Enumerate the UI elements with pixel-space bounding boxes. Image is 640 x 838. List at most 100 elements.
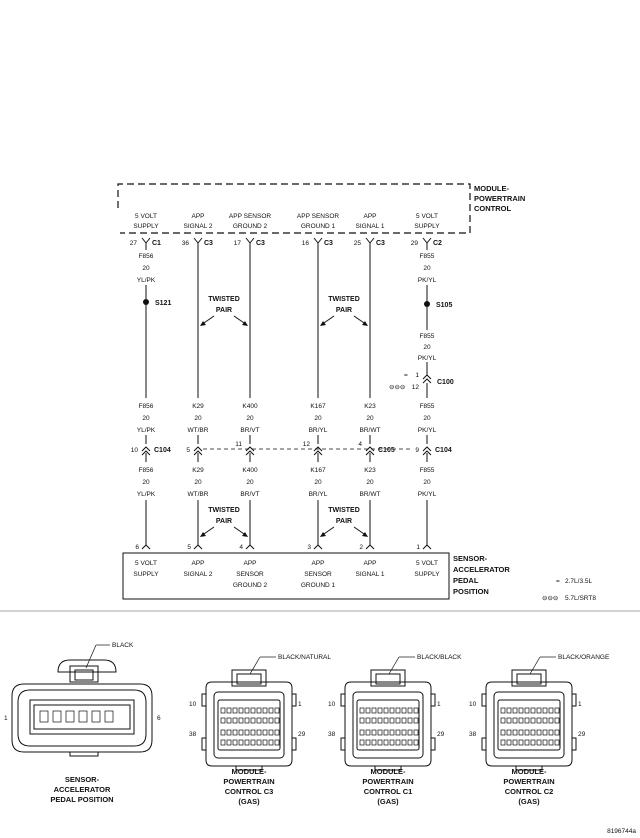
wire-gauge: 20 bbox=[142, 265, 150, 272]
svg-text:BR/WT: BR/WT bbox=[360, 427, 381, 434]
connector-pin-label: 29 bbox=[437, 731, 445, 738]
svg-text:SIGNAL 2: SIGNAL 2 bbox=[183, 571, 212, 578]
pcm-connector-id: C2 bbox=[433, 240, 442, 247]
terminal-mark bbox=[422, 237, 432, 244]
c100-pin: 1 bbox=[415, 372, 419, 379]
svg-text:20: 20 bbox=[314, 415, 322, 422]
connector-caption: POWERTRAIN bbox=[362, 777, 413, 786]
pcm-connector-id: C3 bbox=[256, 240, 265, 247]
pcm-pin-labels: 5 VOLT SUPPLY APP SIGNAL 2 APP SENSOR GR… bbox=[133, 213, 440, 230]
wire-color: PK/YL bbox=[418, 277, 437, 284]
pcm-title-line-1: MODULE- bbox=[474, 184, 509, 193]
svg-text:20: 20 bbox=[366, 479, 374, 486]
svg-text:F856: F856 bbox=[139, 467, 154, 474]
legend-text: 5.7L/SRT8 bbox=[565, 595, 596, 602]
sensor-pin-number: 1 bbox=[416, 544, 420, 551]
svg-text:20: 20 bbox=[423, 479, 431, 486]
connector-color-label: BLACK bbox=[112, 642, 134, 649]
connector-pin-label: 29 bbox=[578, 731, 586, 738]
terminal-mark bbox=[245, 237, 255, 244]
sensor-pin-number: 3 bbox=[307, 544, 311, 551]
svg-text:K29: K29 bbox=[192, 467, 204, 474]
pcm-pin-label: SUPPLY bbox=[414, 223, 440, 230]
pcm-pin-label: GROUND 1 bbox=[301, 223, 336, 230]
connector-pin-label: 38 bbox=[328, 731, 336, 738]
wire-color: PK/YL bbox=[418, 355, 437, 362]
pcm-pin-number: 25 bbox=[354, 240, 362, 247]
connector-caption: MODULE- bbox=[512, 767, 547, 776]
svg-text:BR/VT: BR/VT bbox=[240, 427, 259, 434]
connector-caption: CONTROL C2 bbox=[505, 787, 554, 796]
pcm-pin-label: SIGNAL 2 bbox=[183, 223, 212, 230]
sensor-module: 5 VOLT SUPPLY APP SIGNAL 2 APP SENSOR GR… bbox=[122, 552, 510, 600]
twisted-pair-label: PAIR bbox=[216, 307, 232, 314]
splices: S121 S105 bbox=[143, 299, 452, 309]
pcm-module: MODULE- POWERTRAIN CONTROL bbox=[117, 183, 525, 234]
legend-text: 2.7L/3.5L bbox=[565, 578, 592, 585]
svg-text:APP: APP bbox=[191, 560, 204, 567]
pcm-pin-number: 16 bbox=[302, 240, 310, 247]
svg-text:PK/YL: PK/YL bbox=[418, 427, 437, 434]
connector-pin-label: 6 bbox=[157, 715, 161, 722]
wire-labels-above-c104: F856 20 YL/PK K29 20 WT/BR K400 20 BR/VT… bbox=[137, 403, 437, 434]
c105-label: C105 bbox=[378, 447, 395, 454]
connector-pin-label: 29 bbox=[298, 731, 306, 738]
svg-text:20: 20 bbox=[142, 479, 150, 486]
top-wire-labels: F856 20 YL/PK F855 20 PK/YL F855 20 PK/Y… bbox=[137, 253, 437, 362]
pcm-pin-label: APP bbox=[191, 213, 204, 220]
connector-color-label: BLACK/ORANGE bbox=[558, 654, 610, 661]
inline-pin: 5 bbox=[186, 447, 190, 454]
twisted-pair-lower: TWISTED PAIR TWISTED PAIR bbox=[200, 507, 368, 537]
twisted-pair-label: TWISTED bbox=[208, 507, 240, 514]
connector-caption: (GAS) bbox=[377, 797, 399, 806]
wire-circuit: F855 bbox=[420, 333, 435, 340]
connector-color-label: BLACK/BLACK bbox=[417, 654, 462, 661]
pcm-connector-id: C3 bbox=[324, 240, 333, 247]
c100-pin: 12 bbox=[412, 384, 420, 391]
twisted-pair-label: TWISTED bbox=[328, 507, 360, 514]
svg-text:GROUND 1: GROUND 1 bbox=[301, 582, 336, 589]
svg-text:YL/PK: YL/PK bbox=[137, 491, 156, 498]
splice-dot bbox=[143, 299, 149, 305]
connector-pin-label: 10 bbox=[328, 701, 336, 708]
svg-text:APP: APP bbox=[243, 560, 256, 567]
sensor-title: POSITION bbox=[453, 587, 489, 596]
svg-text:BR/VT: BR/VT bbox=[240, 491, 259, 498]
svg-text:GROUND 2: GROUND 2 bbox=[233, 582, 268, 589]
c100-connector: = 1 ⊖⊖⊖ 12 C100 bbox=[389, 372, 454, 391]
pcm-pin-number: 36 bbox=[182, 240, 190, 247]
connector-pin-label: 1 bbox=[578, 701, 582, 708]
pcm-connector-id: C3 bbox=[204, 240, 213, 247]
splice-dot bbox=[424, 301, 430, 307]
svg-text:YL/PK: YL/PK bbox=[137, 427, 156, 434]
connector-caption: POWERTRAIN bbox=[223, 777, 274, 786]
svg-text:5 VOLT: 5 VOLT bbox=[416, 560, 438, 567]
twisted-pair-label: PAIR bbox=[336, 518, 352, 525]
svg-text:20: 20 bbox=[314, 479, 322, 486]
connector-caption: MODULE- bbox=[371, 767, 406, 776]
svg-text:20: 20 bbox=[142, 415, 150, 422]
wires bbox=[145, 243, 428, 545]
svg-text:APP: APP bbox=[363, 560, 376, 567]
connector-caption: (GAS) bbox=[238, 797, 260, 806]
pcm-pin-number: 27 bbox=[130, 240, 138, 247]
pcm-title-line-3: CONTROL bbox=[474, 204, 511, 213]
c100-mark: ⊖⊖⊖ bbox=[389, 384, 406, 391]
wire-gauge: 20 bbox=[423, 344, 431, 351]
c104-label-right: C104 bbox=[435, 447, 452, 454]
twisted-pair-upper: TWISTED PAIR TWISTED PAIR bbox=[200, 296, 368, 326]
svg-text:K23: K23 bbox=[364, 403, 376, 410]
svg-text:SUPPLY: SUPPLY bbox=[133, 571, 159, 578]
svg-text:BR/YL: BR/YL bbox=[309, 491, 328, 498]
wire-gauge: 20 bbox=[423, 265, 431, 272]
connector-pin-label: 1 bbox=[437, 701, 441, 708]
svg-text:SIGNAL 1: SIGNAL 1 bbox=[355, 571, 384, 578]
svg-text:APP: APP bbox=[311, 560, 324, 567]
sensor-title: ACCELERATOR bbox=[453, 565, 510, 574]
svg-text:PK/YL: PK/YL bbox=[418, 491, 437, 498]
connector-pin-label: 38 bbox=[189, 731, 197, 738]
connector-pin-label: 1 bbox=[4, 715, 8, 722]
terminal-mark bbox=[365, 237, 375, 244]
svg-text:SUPPLY: SUPPLY bbox=[414, 571, 440, 578]
